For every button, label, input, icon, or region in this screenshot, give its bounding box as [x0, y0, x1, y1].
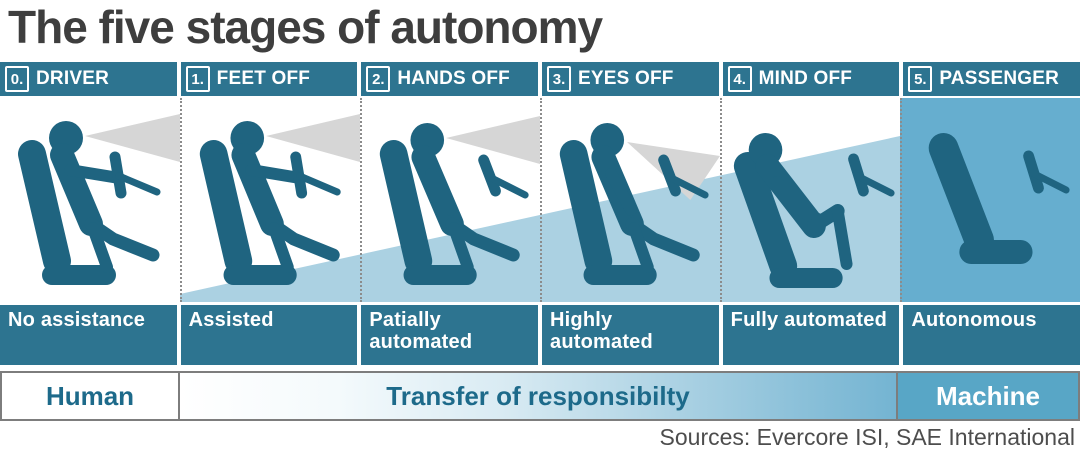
gaze-cone-icon [85, 114, 180, 162]
stage-3-header-label: EYES OFF [578, 68, 674, 89]
stage-5-header-label: PASSENGER [939, 68, 1060, 89]
stage-5-label: Autonomous [903, 305, 1080, 365]
stage-header-row: 0. DRIVER 1. FEET OFF 2. HANDS OFF 3. EY… [0, 62, 1080, 96]
stage-3-label: Highly automated [542, 305, 719, 365]
stage-4-number-badge: 4. [727, 66, 752, 92]
stage-1-number-badge: 1. [185, 66, 210, 92]
stage-icon-cells [0, 98, 1080, 302]
stage-3-number-badge: 3. [547, 66, 571, 92]
stage-2-header: 2. HANDS OFF [361, 62, 538, 96]
stage-2-cell [360, 98, 540, 302]
stage-label-row: No assistance Assisted Patially automate… [0, 305, 1080, 365]
stage-2-header-label: HANDS OFF [397, 68, 510, 89]
stage-4-label: Fully automated [722, 305, 900, 365]
gaze-cone-icon [446, 116, 540, 164]
stage-4-cell [720, 98, 900, 302]
stage-0-cell [0, 98, 180, 302]
stage-5-cell [900, 98, 1080, 302]
stage-1-header-label: FEET OFF [216, 68, 311, 89]
gaze-cone-icon [266, 114, 360, 162]
stage-1-label: Assisted [180, 305, 358, 365]
stage-0-label: No assistance [0, 305, 177, 365]
driver-mind-off-icon [722, 98, 900, 302]
stage-5-number-badge: 5. [908, 66, 933, 92]
driver-feet-off-icon [182, 98, 360, 302]
stage-4-header: 4. MIND OFF [722, 62, 900, 96]
stage-1-header: 1. FEET OFF [180, 62, 358, 96]
machine-section: Machine [898, 373, 1078, 419]
empty-seat-icon [902, 98, 1080, 302]
transfer-section: Transfer of responsibilty [180, 373, 898, 419]
driver-hands-off-icon [362, 98, 540, 302]
driver-eyes-off-icon [542, 98, 720, 302]
stage-0-header-label: DRIVER [36, 68, 109, 89]
icon-band [0, 98, 1080, 302]
responsibility-bar: Human Transfer of responsibilty Machine [0, 371, 1080, 421]
stage-0-header: 0. DRIVER [0, 62, 177, 96]
stage-5-header: 5. PASSENGER [903, 62, 1080, 96]
stage-3-cell [540, 98, 720, 302]
human-section: Human [2, 373, 180, 419]
stage-2-number-badge: 2. [366, 66, 391, 92]
stage-1-cell [180, 98, 360, 302]
stage-4-header-label: MIND OFF [758, 68, 853, 89]
page-title: The five stages of autonomy [8, 1, 603, 53]
stage-0-number-badge: 0. [5, 66, 29, 92]
sources-credit: Sources: Evercore ISI, SAE International [659, 424, 1075, 450]
stage-2-label: Patially automated [361, 305, 538, 365]
stage-3-header: 3. EYES OFF [542, 62, 719, 96]
driver-attentive-icon [0, 98, 180, 302]
